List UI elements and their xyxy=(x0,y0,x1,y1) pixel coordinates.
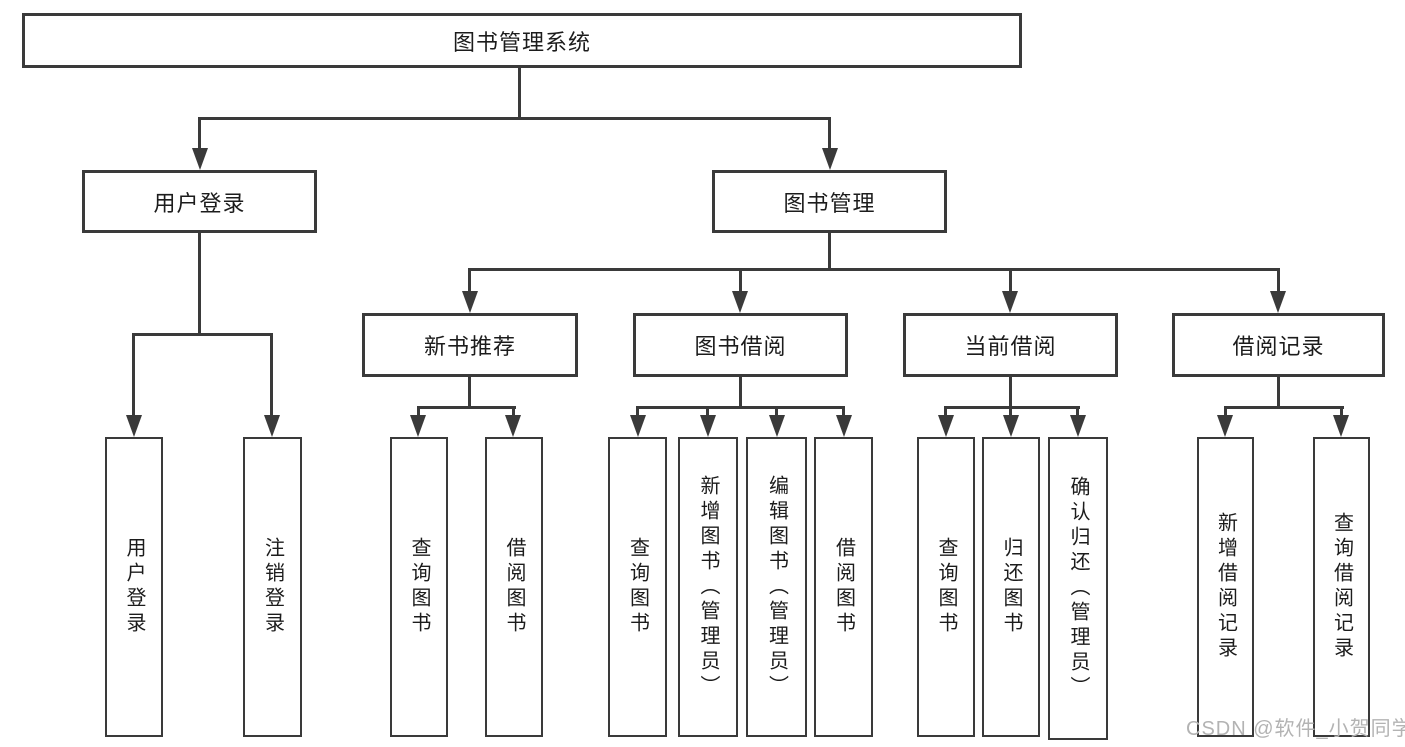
connector-stub-recommend xyxy=(468,268,471,293)
leaf-confirm-return-admin-label: 确认归还（管理员） xyxy=(1067,476,1089,701)
connector-stub-leaf-logout xyxy=(270,333,273,416)
connector-book-horizontal xyxy=(468,268,1280,271)
connector-stub-borrow xyxy=(739,268,742,293)
connector-current-vertical xyxy=(1009,377,1012,408)
leaf-borrow-query-books: 查询图书 xyxy=(608,437,667,737)
node-user-login: 用户登录 xyxy=(82,170,317,233)
arrowhead-borrow-leaf4 xyxy=(836,415,852,437)
leaf-logout-label: 注销登录 xyxy=(261,537,284,637)
arrowhead-current-leaf3 xyxy=(1070,415,1086,437)
arrowhead-user-login xyxy=(192,148,208,170)
node-root: 图书管理系统 xyxy=(22,13,1022,68)
connector-root-vertical xyxy=(518,68,521,118)
arrowhead-recommend-leaf1 xyxy=(410,415,426,437)
connector-stub-book-management xyxy=(828,117,831,150)
arrowhead-borrow xyxy=(732,291,748,313)
arrowhead-current-leaf2 xyxy=(1003,415,1019,437)
node-book-borrowing: 图书借阅 xyxy=(633,313,848,377)
arrowhead-current xyxy=(1002,291,1018,313)
node-current-borrowing: 当前借阅 xyxy=(903,313,1118,377)
connector-stub-records-leaf2 xyxy=(1340,406,1343,416)
leaf-edit-books-admin-label: 编辑图书（管理员） xyxy=(765,474,788,700)
connector-stub-user-login xyxy=(198,117,201,150)
connector-user-vertical xyxy=(198,233,201,335)
leaf-add-borrow-record-label: 新增借阅记录 xyxy=(1214,512,1237,662)
leaf-recommend-borrow-books: 借阅图书 xyxy=(485,437,543,737)
node-borrow-label: 图书借阅 xyxy=(694,334,787,359)
connector-stub-current-leaf2 xyxy=(1009,406,1012,416)
arrowhead-book-management xyxy=(822,148,838,170)
leaf-add-borrow-record: 新增借阅记录 xyxy=(1197,437,1254,737)
leaf-user-login-label: 用户登录 xyxy=(123,537,145,637)
leaf-return-books-label: 归还图书 xyxy=(1000,537,1022,637)
arrowhead-borrow-leaf3 xyxy=(769,415,785,437)
leaf-add-books-admin: 新增图书（管理员） xyxy=(678,437,738,737)
arrowhead-records xyxy=(1270,291,1286,313)
node-root-label: 图书管理系统 xyxy=(452,29,591,55)
leaf-borrow-query-books-label: 查询图书 xyxy=(626,537,649,637)
arrowhead-recommend-leaf2 xyxy=(505,415,521,437)
arrowhead-borrow-leaf2 xyxy=(700,415,716,437)
leaf-return-books: 归还图书 xyxy=(982,437,1040,737)
connector-stub-current-leaf1 xyxy=(944,406,947,416)
connector-records-horizontal xyxy=(1224,406,1344,409)
leaf-recommend-query-books: 查询图书 xyxy=(390,437,448,737)
node-records-label: 借阅记录 xyxy=(1232,334,1325,359)
leaf-borrow-borrow-books-label: 借阅图书 xyxy=(832,537,855,637)
arrowhead-recommend xyxy=(462,291,478,313)
connector-records-vertical xyxy=(1277,377,1280,408)
connector-recommend-vertical xyxy=(468,377,471,408)
connector-stub-records xyxy=(1277,268,1280,293)
node-recommend-label: 新书推荐 xyxy=(423,334,516,359)
connector-stub-borrow-leaf1 xyxy=(636,406,639,416)
leaf-query-borrow-record-label: 查询借阅记录 xyxy=(1330,512,1353,662)
node-user-login-label: 用户登录 xyxy=(153,190,246,216)
arrowhead-records-leaf1 xyxy=(1217,415,1233,437)
leaf-recommend-borrow-books-label: 借阅图书 xyxy=(503,537,525,637)
connector-stub-current-leaf3 xyxy=(1076,406,1079,416)
connector-user-horizontal xyxy=(132,333,273,336)
leaf-edit-books-admin: 编辑图书（管理员） xyxy=(746,437,807,737)
connector-stub-recommend-leaf2 xyxy=(512,406,515,416)
connector-stub-borrow-leaf3 xyxy=(775,406,778,416)
leaf-confirm-return-admin: 确认归还（管理员） xyxy=(1048,437,1108,740)
arrowhead-leaf-logout xyxy=(264,415,280,437)
connector-stub-recommend-leaf1 xyxy=(417,406,420,416)
connector-stub-leaf-user-login xyxy=(132,333,135,416)
connector-stub-borrow-leaf4 xyxy=(842,406,845,416)
arrowhead-current-leaf1 xyxy=(938,415,954,437)
node-new-book-recommendation: 新书推荐 xyxy=(362,313,578,377)
connector-borrow-vertical xyxy=(739,377,742,408)
node-current-label: 当前借阅 xyxy=(964,334,1057,359)
leaf-current-query-books: 查询图书 xyxy=(917,437,975,737)
node-book-management-label: 图书管理 xyxy=(783,190,876,216)
leaf-query-borrow-record: 查询借阅记录 xyxy=(1313,437,1370,737)
watermark: CSDN @软件_小贺同学 xyxy=(1186,718,1405,740)
connector-stub-borrow-leaf2 xyxy=(706,406,709,416)
arrowhead-records-leaf2 xyxy=(1333,415,1349,437)
leaf-current-query-books-label: 查询图书 xyxy=(935,537,957,637)
connector-recommend-horizontal xyxy=(417,406,516,409)
connector-root-horizontal xyxy=(198,117,831,120)
leaf-user-login: 用户登录 xyxy=(105,437,163,737)
leaf-recommend-query-books-label: 查询图书 xyxy=(408,537,430,637)
leaf-logout: 注销登录 xyxy=(243,437,302,737)
leaf-add-books-admin-label: 新增图书（管理员） xyxy=(697,474,719,700)
connector-borrow-horizontal xyxy=(636,406,845,409)
connector-current-horizontal xyxy=(944,406,1080,409)
connector-stub-current xyxy=(1009,268,1012,293)
node-borrowing-records: 借阅记录 xyxy=(1172,313,1385,377)
arrowhead-leaf-user-login xyxy=(126,415,142,437)
node-book-management: 图书管理 xyxy=(712,170,947,233)
leaf-borrow-borrow-books: 借阅图书 xyxy=(814,437,873,737)
connector-stub-records-leaf1 xyxy=(1224,406,1227,416)
connector-book-vertical xyxy=(828,233,831,270)
arrowhead-borrow-leaf1 xyxy=(630,415,646,437)
